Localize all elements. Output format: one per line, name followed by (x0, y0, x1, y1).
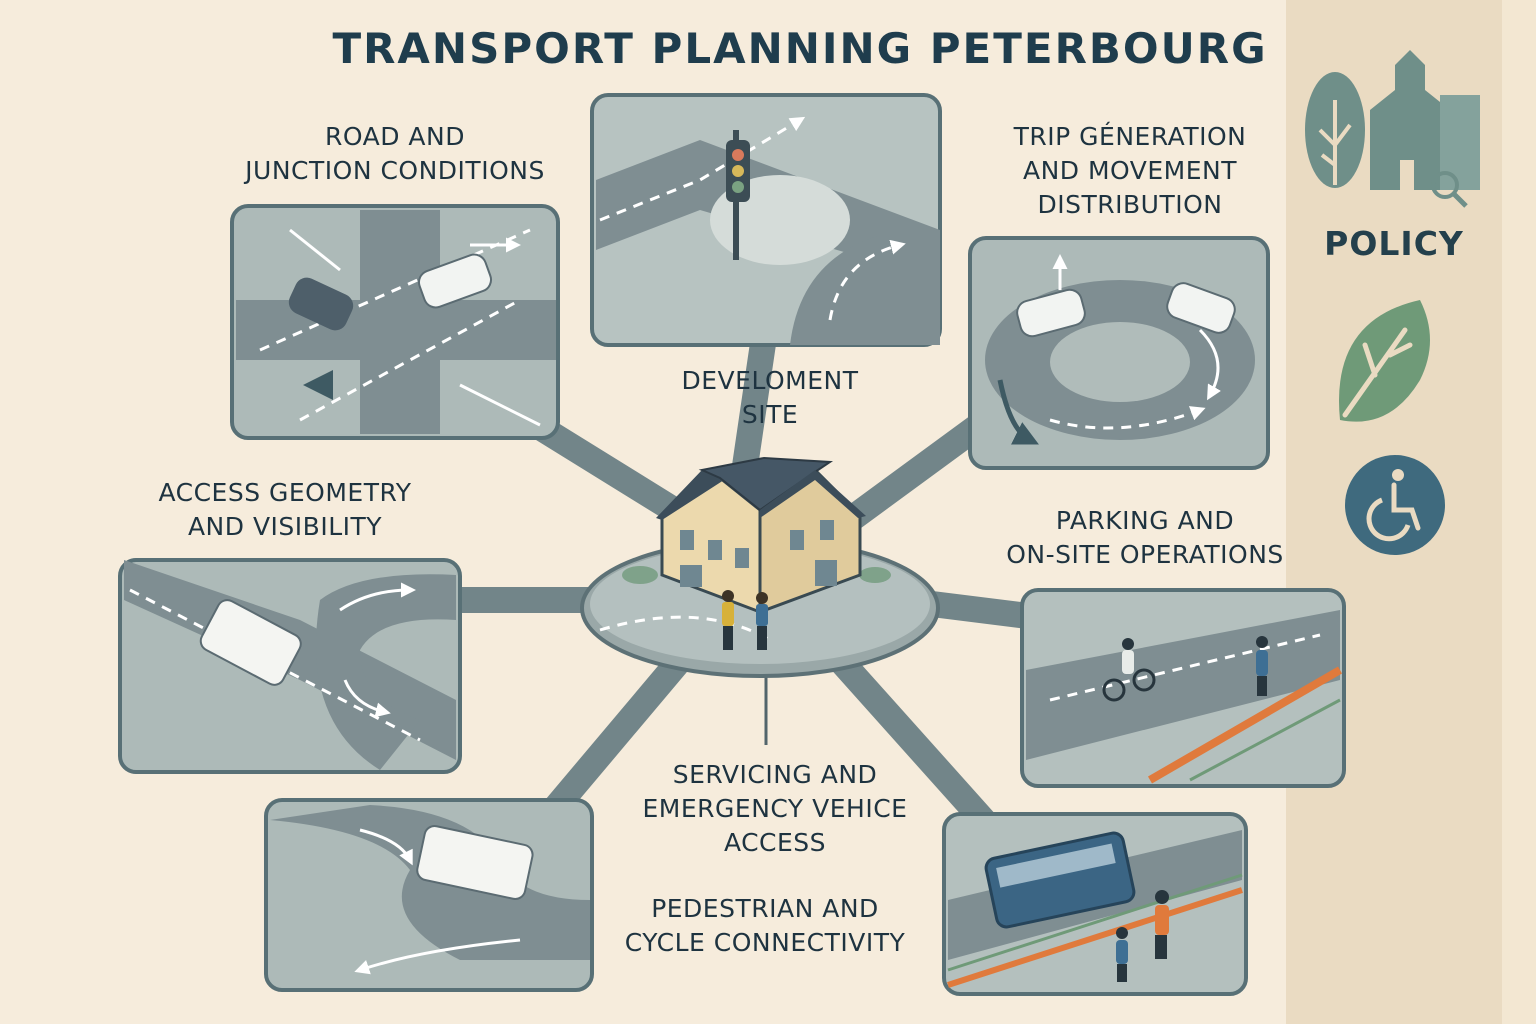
panel-access-geometry (118, 558, 462, 774)
panel-pedestrian (942, 812, 1248, 996)
panel-parking (1020, 588, 1346, 788)
sidebar-edge (1502, 0, 1536, 1024)
panel-servicing (264, 798, 594, 992)
panel-road-junction (230, 204, 560, 440)
policy-label: POLICY (1324, 224, 1464, 263)
tree-town-magnifier-icon (1305, 50, 1480, 208)
people-icon (722, 590, 768, 650)
page-title: TRANSPORT PLANNING PETERBOURG (332, 24, 1268, 73)
leaf-icon (1339, 300, 1430, 422)
panel-traffic-signal (590, 93, 942, 347)
wheelchair-icon (1345, 455, 1445, 555)
panel-trip-generation (968, 236, 1270, 470)
development-building-icon (656, 456, 866, 615)
